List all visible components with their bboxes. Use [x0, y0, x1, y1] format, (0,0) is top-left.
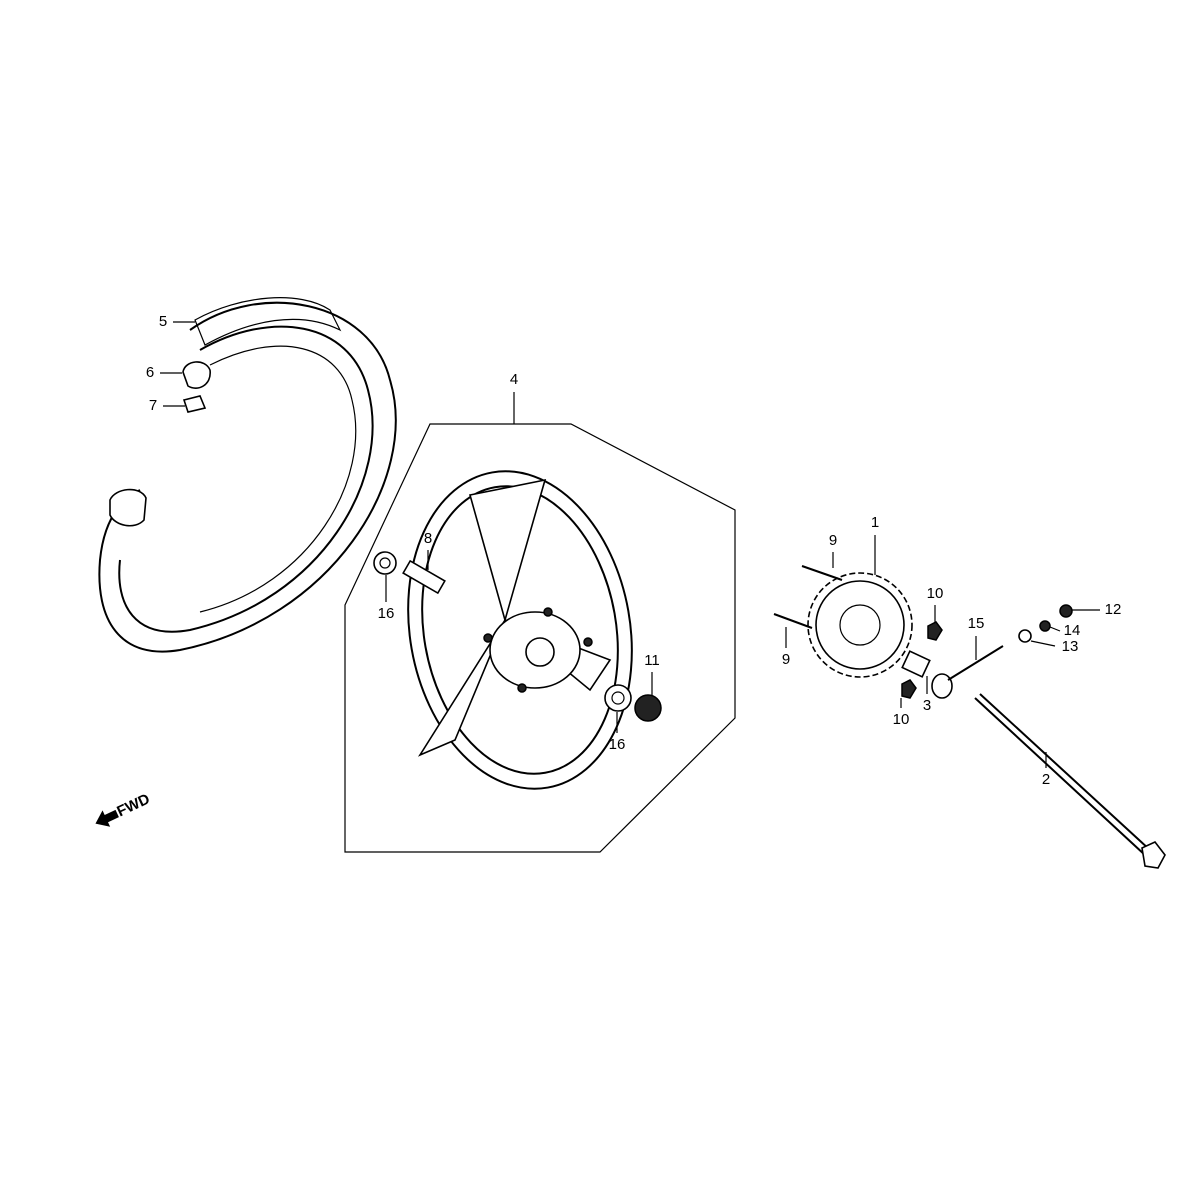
label-9b: 9: [782, 651, 790, 668]
chain-adjuster: [931, 673, 953, 699]
leader-lines: [160, 321, 1100, 768]
label-9a: 9: [829, 532, 837, 549]
bearing-left: [373, 551, 397, 575]
label-16b: 16: [609, 736, 626, 753]
nut-small: [1039, 620, 1051, 632]
stud-upper: [801, 565, 843, 581]
inner-tube: [182, 361, 211, 389]
label-4: 4: [510, 371, 518, 388]
nut-lower: [901, 679, 917, 699]
label-2: 2: [1042, 771, 1050, 788]
label-5: 5: [159, 313, 167, 330]
label-11: 11: [644, 652, 660, 669]
rim-band: [182, 395, 207, 413]
fwd-label: FWD: [114, 790, 152, 820]
label-3: 3: [923, 697, 931, 714]
label-16a: 16: [378, 605, 395, 622]
label-14: 14: [1064, 622, 1081, 639]
axle: [974, 693, 1166, 869]
sprocket: [807, 572, 913, 678]
tire: [98, 297, 397, 653]
label-13: 13: [1062, 638, 1079, 655]
label-6: 6: [146, 364, 154, 381]
label-8: 8: [424, 530, 432, 547]
label-1: 1: [871, 514, 879, 531]
nut-upper: [927, 621, 943, 641]
label-15: 15: [968, 615, 985, 632]
cap-nut: [1059, 604, 1073, 618]
fwd-arrow-icon: [95, 809, 119, 827]
label-10b: 10: [893, 711, 910, 728]
dust-seal: [634, 694, 662, 722]
cast-wheel: [407, 470, 633, 790]
fwd-indicator: FWD: [95, 790, 153, 827]
distance-collar: [402, 559, 446, 595]
tube-valve: [109, 488, 147, 527]
wheel-assembly-box: [344, 423, 736, 853]
bearing-right: [604, 684, 632, 712]
label-10a: 10: [927, 585, 944, 602]
stud-lower: [773, 613, 813, 629]
label-7: 7: [149, 397, 157, 414]
washer: [1018, 629, 1032, 643]
collar: [901, 650, 931, 678]
label-12: 12: [1105, 601, 1122, 618]
